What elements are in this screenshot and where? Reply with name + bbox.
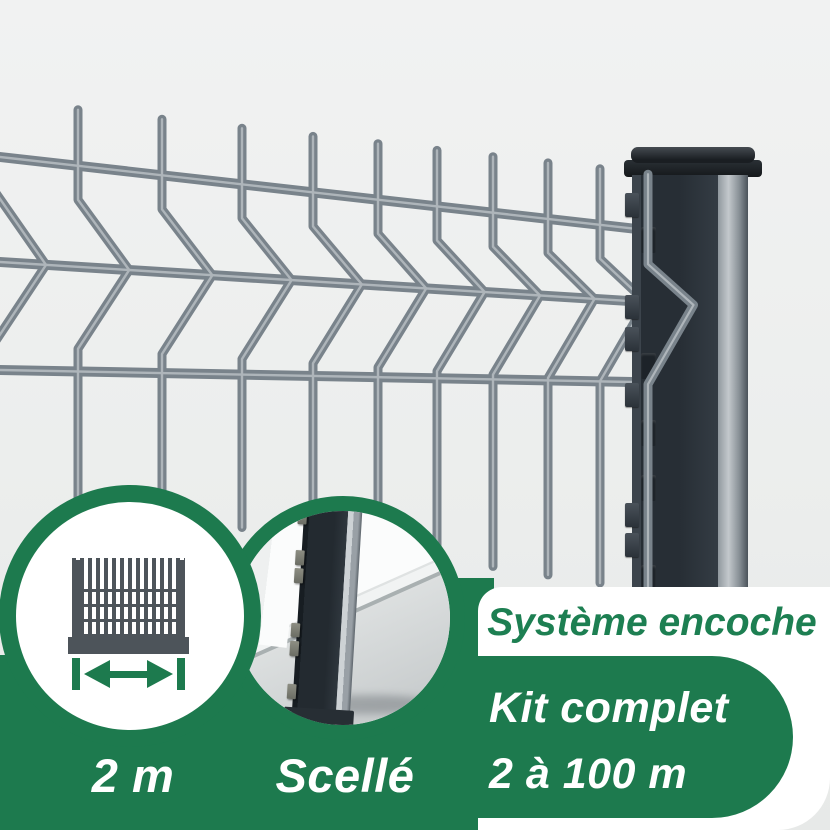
badge-sealed-label: Scellé: [275, 749, 415, 802]
post-notch-tab: [625, 295, 639, 319]
post-side-face: [718, 175, 748, 627]
post-notch-tab: [625, 383, 639, 407]
post-cap-icon: [631, 147, 755, 163]
post-notch-tab: [625, 193, 639, 217]
kit-range: 2 à 100 m: [489, 750, 688, 798]
post-notch-tab: [625, 533, 639, 557]
banner-headline: Système encoche: [487, 601, 817, 644]
post-cap-lip: [624, 160, 762, 177]
badge-width-label: 2 m: [91, 749, 175, 802]
photo-post-notch: [294, 568, 304, 584]
kit-title: Kit complet: [489, 684, 729, 732]
photo-post-notch: [295, 550, 305, 566]
photo-post-notch: [287, 684, 297, 700]
width-arrow-icon: [72, 658, 185, 690]
post-notch-tab: [625, 327, 639, 351]
photo-post-notch: [290, 622, 301, 639]
photo-post-notch: [289, 641, 300, 657]
fence-panel-width-icon: [68, 558, 189, 690]
photo-post-notch: [297, 511, 308, 525]
post-notch-tab: [625, 503, 639, 527]
